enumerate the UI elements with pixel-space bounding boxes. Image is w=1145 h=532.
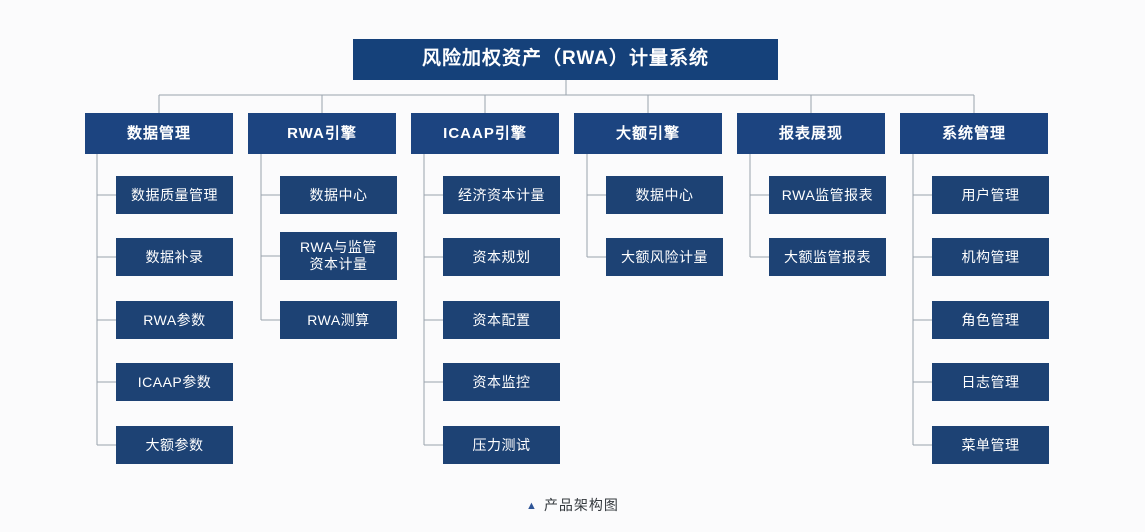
leaf-node-4-2[interactable]: 大额风险计量: [606, 238, 723, 276]
column-header-2[interactable]: RWA引擎: [248, 113, 396, 154]
leaf-node-1-2[interactable]: 数据补录: [116, 238, 233, 276]
leaf-node-5-1[interactable]: RWA监管报表: [769, 176, 886, 214]
figure-caption: ▲ 产品架构图: [0, 495, 1145, 515]
column-header-4[interactable]: 大额引擎: [574, 113, 722, 154]
column-header-3[interactable]: ICAAP引擎: [411, 113, 559, 154]
leaf-node-6-3[interactable]: 角色管理: [932, 301, 1049, 339]
leaf-node-6-4[interactable]: 日志管理: [932, 363, 1049, 401]
leaf-node-3-3[interactable]: 资本配置: [443, 301, 560, 339]
leaf-node-3-1[interactable]: 经济资本计量: [443, 176, 560, 214]
leaf-node-1-4[interactable]: ICAAP参数: [116, 363, 233, 401]
leaf-node-6-1[interactable]: 用户管理: [932, 176, 1049, 214]
column-header-5[interactable]: 报表展现: [737, 113, 885, 154]
root-node[interactable]: 风险加权资产（RWA）计量系统: [353, 39, 778, 80]
leaf-node-2-1[interactable]: 数据中心: [280, 176, 397, 214]
leaf-node-5-2[interactable]: 大额监管报表: [769, 238, 886, 276]
leaf-node-6-2[interactable]: 机构管理: [932, 238, 1049, 276]
leaf-node-6-5[interactable]: 菜单管理: [932, 426, 1049, 464]
leaf-node-1-1[interactable]: 数据质量管理: [116, 176, 233, 214]
leaf-node-2-2[interactable]: RWA与监管 资本计量: [280, 232, 397, 280]
leaf-node-3-5[interactable]: 压力测试: [443, 426, 560, 464]
leaf-node-1-5[interactable]: 大额参数: [116, 426, 233, 464]
column-header-1[interactable]: 数据管理: [85, 113, 233, 154]
leaf-node-1-3[interactable]: RWA参数: [116, 301, 233, 339]
column-header-6[interactable]: 系统管理: [900, 113, 1048, 154]
leaf-node-4-1[interactable]: 数据中心: [606, 176, 723, 214]
caption-marker-icon: ▲: [526, 500, 538, 512]
leaf-node-3-2[interactable]: 资本规划: [443, 238, 560, 276]
caption-text: 产品架构图: [543, 497, 619, 513]
leaf-node-3-4[interactable]: 资本监控: [443, 363, 560, 401]
leaf-node-2-3[interactable]: RWA测算: [280, 301, 397, 339]
